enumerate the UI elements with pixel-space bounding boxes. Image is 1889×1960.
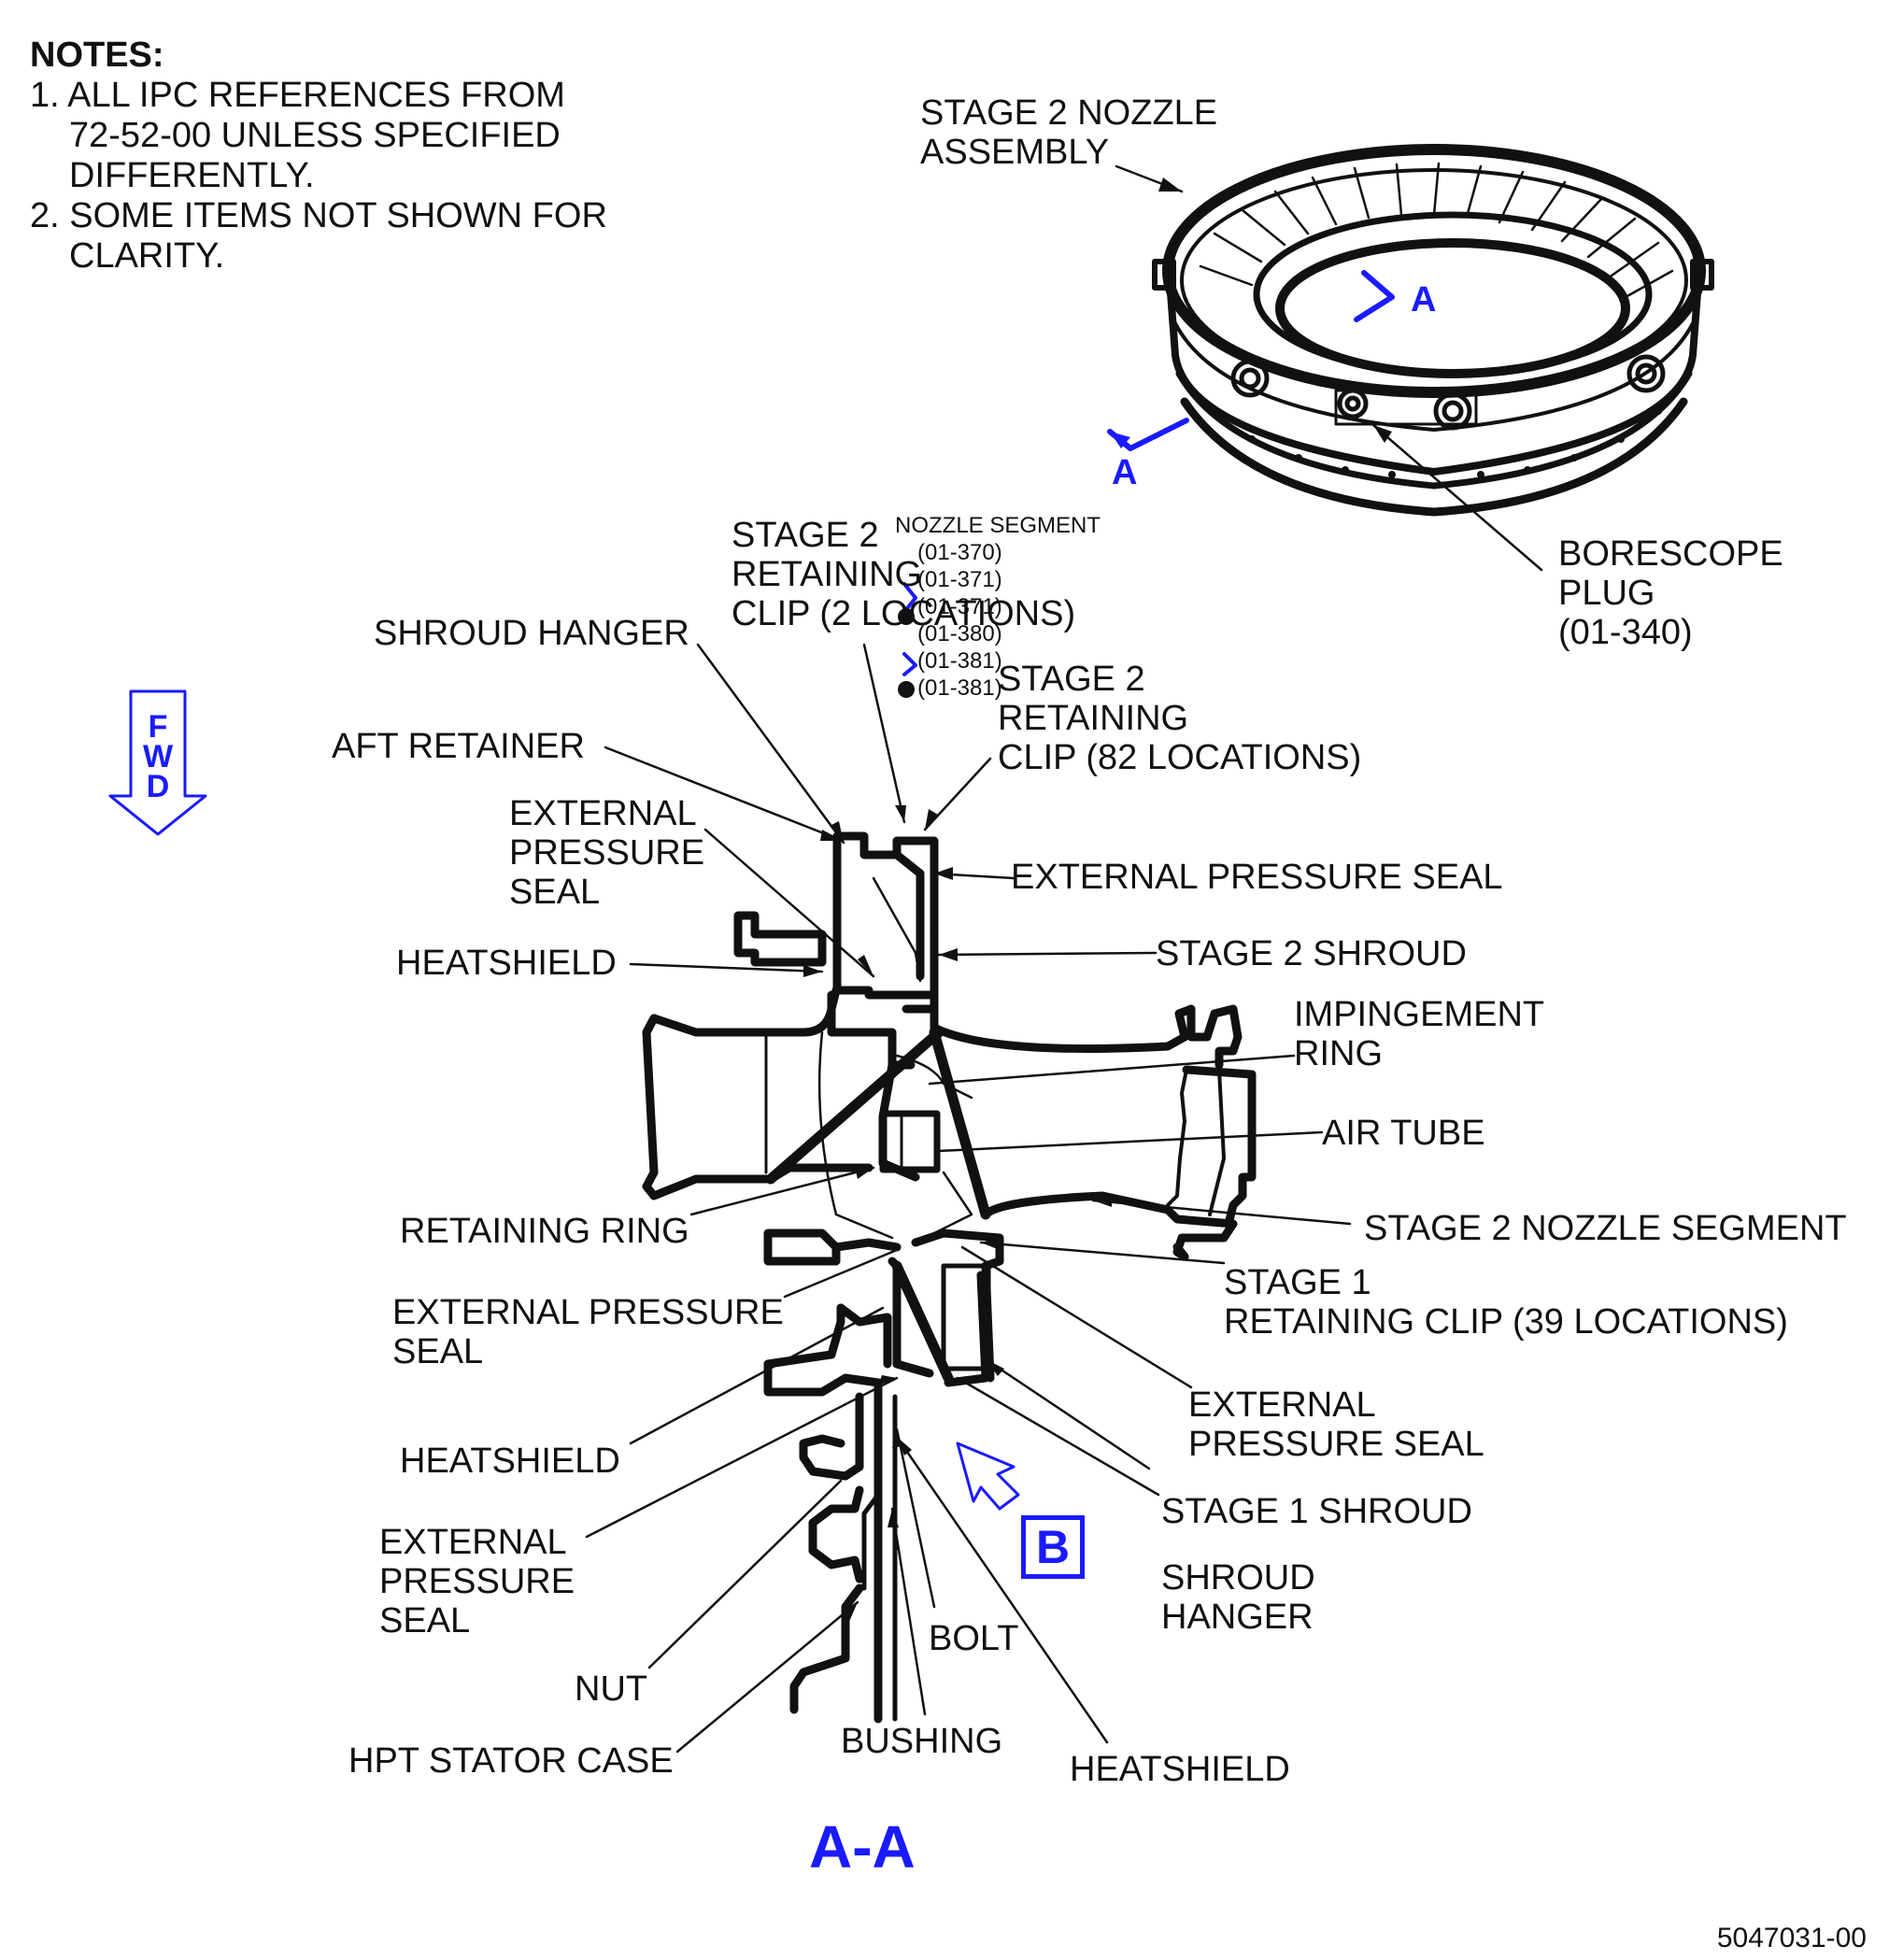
- section-a-upper: A: [1411, 280, 1437, 320]
- note-line: 1. ALL IPC REFERENCES FROM: [30, 76, 565, 115]
- label-bushing: BUSHING: [841, 1722, 1003, 1761]
- section-a-lower: A: [1112, 453, 1138, 492]
- reference-bullets: [898, 608, 915, 698]
- label-stage2-nozzle-assembly: STAGE 2 NOZZLE ASSEMBLY: [920, 93, 1218, 172]
- label-retaining-ring: RETAINING RING: [400, 1212, 689, 1251]
- label-stage2-retaining-clip-2: STAGE 2 RETAINING CLIP (2 LOCATIONS): [731, 516, 1076, 633]
- note-line: 2. SOME ITEMS NOT SHOWN FOR: [30, 196, 607, 235]
- label-stage1-retaining-clip: STAGE 1 RETAINING CLIP (39 LOCATIONS): [1224, 1263, 1788, 1342]
- label-stage2-nozzle-segment: STAGE 2 NOZZLE SEGMENT: [1364, 1209, 1847, 1248]
- label-heatshield-bottom: HEATSHIELD: [1070, 1750, 1290, 1789]
- note-line: 72-52-00 UNLESS SPECIFIED: [69, 116, 561, 155]
- label-nut: NUT: [575, 1669, 648, 1709]
- view-b-arrow: [956, 1442, 1020, 1511]
- label-external-pressure-seal-right-bottom: EXTERNAL PRESSURE SEAL: [1188, 1385, 1484, 1464]
- note-line: DIFFERENTLY.: [69, 156, 315, 195]
- section-a-a-profile: [642, 831, 1257, 1724]
- document-id: 5047031-00: [1716, 1923, 1867, 1953]
- label-air-tube: AIR TUBE: [1322, 1114, 1485, 1153]
- label-hpt-stator-case: HPT STATOR CASE: [348, 1741, 674, 1781]
- label-aft-retainer: AFT RETAINER: [332, 727, 585, 766]
- note-line: CLARITY.: [69, 236, 225, 276]
- figure-title: A-A: [809, 1813, 916, 1881]
- fwd-arrow: [108, 689, 207, 836]
- section-cut-markers: [902, 270, 1395, 676]
- label-shroud-hanger-bottom: SHROUD HANGER: [1161, 1558, 1315, 1637]
- fwd-indicator: F W D: [142, 709, 174, 804]
- label-nozzle-segment-refs: NOZZLE SEGMENT (01-370) (01-371) (01-371…: [895, 513, 1101, 701]
- notes-block: NOTES: 1. ALL IPC REFERENCES FROM 72-52-…: [30, 36, 607, 277]
- label-shroud-hanger-top: SHROUD HANGER: [374, 614, 689, 653]
- label-bolt: BOLT: [929, 1619, 1019, 1658]
- label-borescope-plug: BORESCOPE PLUG (01-340): [1558, 534, 1783, 652]
- label-stage2-shroud: STAGE 2 SHROUD: [1156, 934, 1467, 973]
- leader-arrowheads: [803, 178, 1392, 1624]
- label-external-pressure-seal-right-top: EXTERNAL PRESSURE SEAL: [1011, 858, 1503, 897]
- label-external-pressure-seal-left-top: EXTERNAL PRESSURE SEAL: [509, 794, 705, 912]
- view-b-box: B: [1021, 1515, 1085, 1579]
- label-stage1-shroud: STAGE 1 SHROUD: [1161, 1492, 1472, 1531]
- notes-title: NOTES:: [30, 36, 164, 75]
- label-heatshield-mid: HEATSHIELD: [400, 1442, 620, 1481]
- label-stage2-retaining-clip-82: STAGE 2 RETAINING CLIP (82 LOCATIONS): [998, 660, 1362, 777]
- nozzle-assembly-isometric: [1152, 144, 1714, 517]
- label-heatshield-top: HEATSHIELD: [396, 944, 617, 983]
- label-external-pressure-seal-left-bottom: EXTERNAL PRESSURE SEAL: [379, 1523, 575, 1640]
- leader-lines: [585, 164, 1543, 1754]
- label-impingement-ring: IMPINGEMENT RING: [1294, 995, 1545, 1073]
- label-external-pressure-seal-left-mid: EXTERNAL PRESSURE SEAL: [392, 1293, 784, 1371]
